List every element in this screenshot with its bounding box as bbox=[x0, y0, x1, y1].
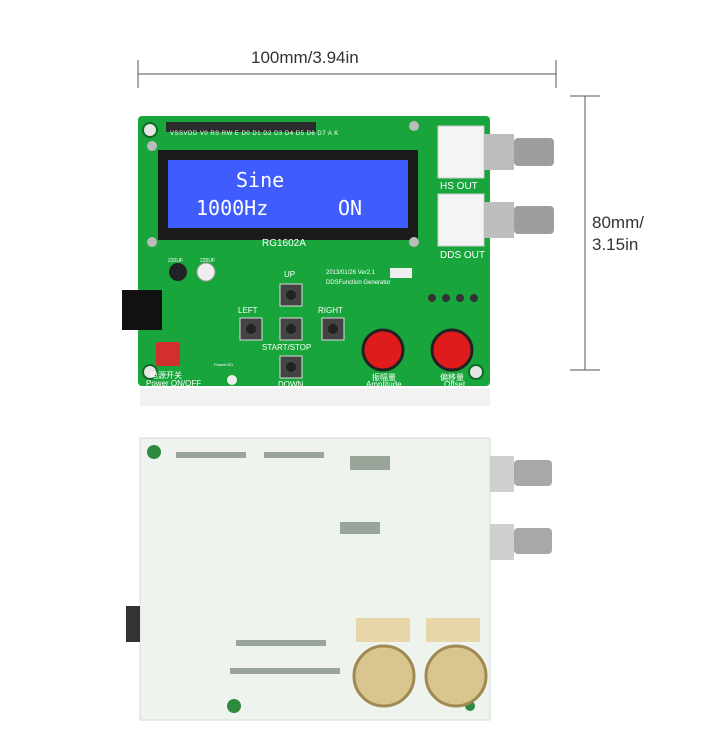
amplitude-knob bbox=[361, 328, 405, 372]
lcd-line2-right: ON bbox=[338, 196, 363, 220]
height-label-line1: 80mm/ bbox=[592, 213, 644, 232]
height-dimension: 80mm/ 3.15in bbox=[592, 212, 644, 256]
power-cn-label: 电源开关 bbox=[150, 371, 182, 380]
down-label: DOWN bbox=[278, 380, 304, 389]
hs-out-label: HS OUT bbox=[440, 181, 478, 192]
amplitude-cn-label: 振幅量 bbox=[372, 373, 396, 382]
lcd-line2-left: 1000Hz bbox=[196, 196, 269, 220]
amplitude-label: Amplitude bbox=[366, 380, 402, 389]
up-label: UP bbox=[284, 270, 296, 279]
pot-back-left bbox=[352, 618, 416, 708]
power-label: Power ON/OFF bbox=[146, 379, 202, 388]
cap1-label: 220UF bbox=[168, 258, 184, 264]
height-label-line2: 3.15in bbox=[592, 235, 639, 254]
lcd-model: RG1602A bbox=[262, 238, 306, 249]
width-label: 100mm/3.94in bbox=[245, 48, 365, 68]
power-jack bbox=[122, 290, 162, 330]
offset-label: Offset bbox=[444, 380, 466, 389]
pin-labels: VSSVDD V0 RS RW E D0 D1 D2 D3 D4 D5 D6 D… bbox=[170, 131, 339, 137]
dds-out-connector bbox=[437, 193, 554, 247]
start-stop-label: START/STOP bbox=[262, 343, 312, 352]
pot-back-right bbox=[424, 618, 488, 708]
lcd-header-pins bbox=[166, 122, 316, 132]
power-switch bbox=[156, 342, 180, 366]
lcd-screen bbox=[168, 160, 408, 228]
cap2-label: 220UF bbox=[200, 258, 216, 264]
lcd-line1: Sine bbox=[236, 168, 285, 192]
version-label: 2013/01/26 Ver2.1 bbox=[326, 270, 376, 276]
title-label: DDSFunction Generator bbox=[326, 280, 391, 286]
power-led-label: PowerLED bbox=[214, 362, 234, 367]
offset-cn-label: 偏移量 bbox=[440, 373, 464, 382]
offset-knob bbox=[430, 328, 474, 372]
dds-out-label: DDS OUT bbox=[440, 250, 485, 261]
right-label: RIGHT bbox=[318, 306, 343, 315]
hs-out-connector bbox=[437, 125, 554, 179]
left-label: LEFT bbox=[238, 306, 258, 315]
